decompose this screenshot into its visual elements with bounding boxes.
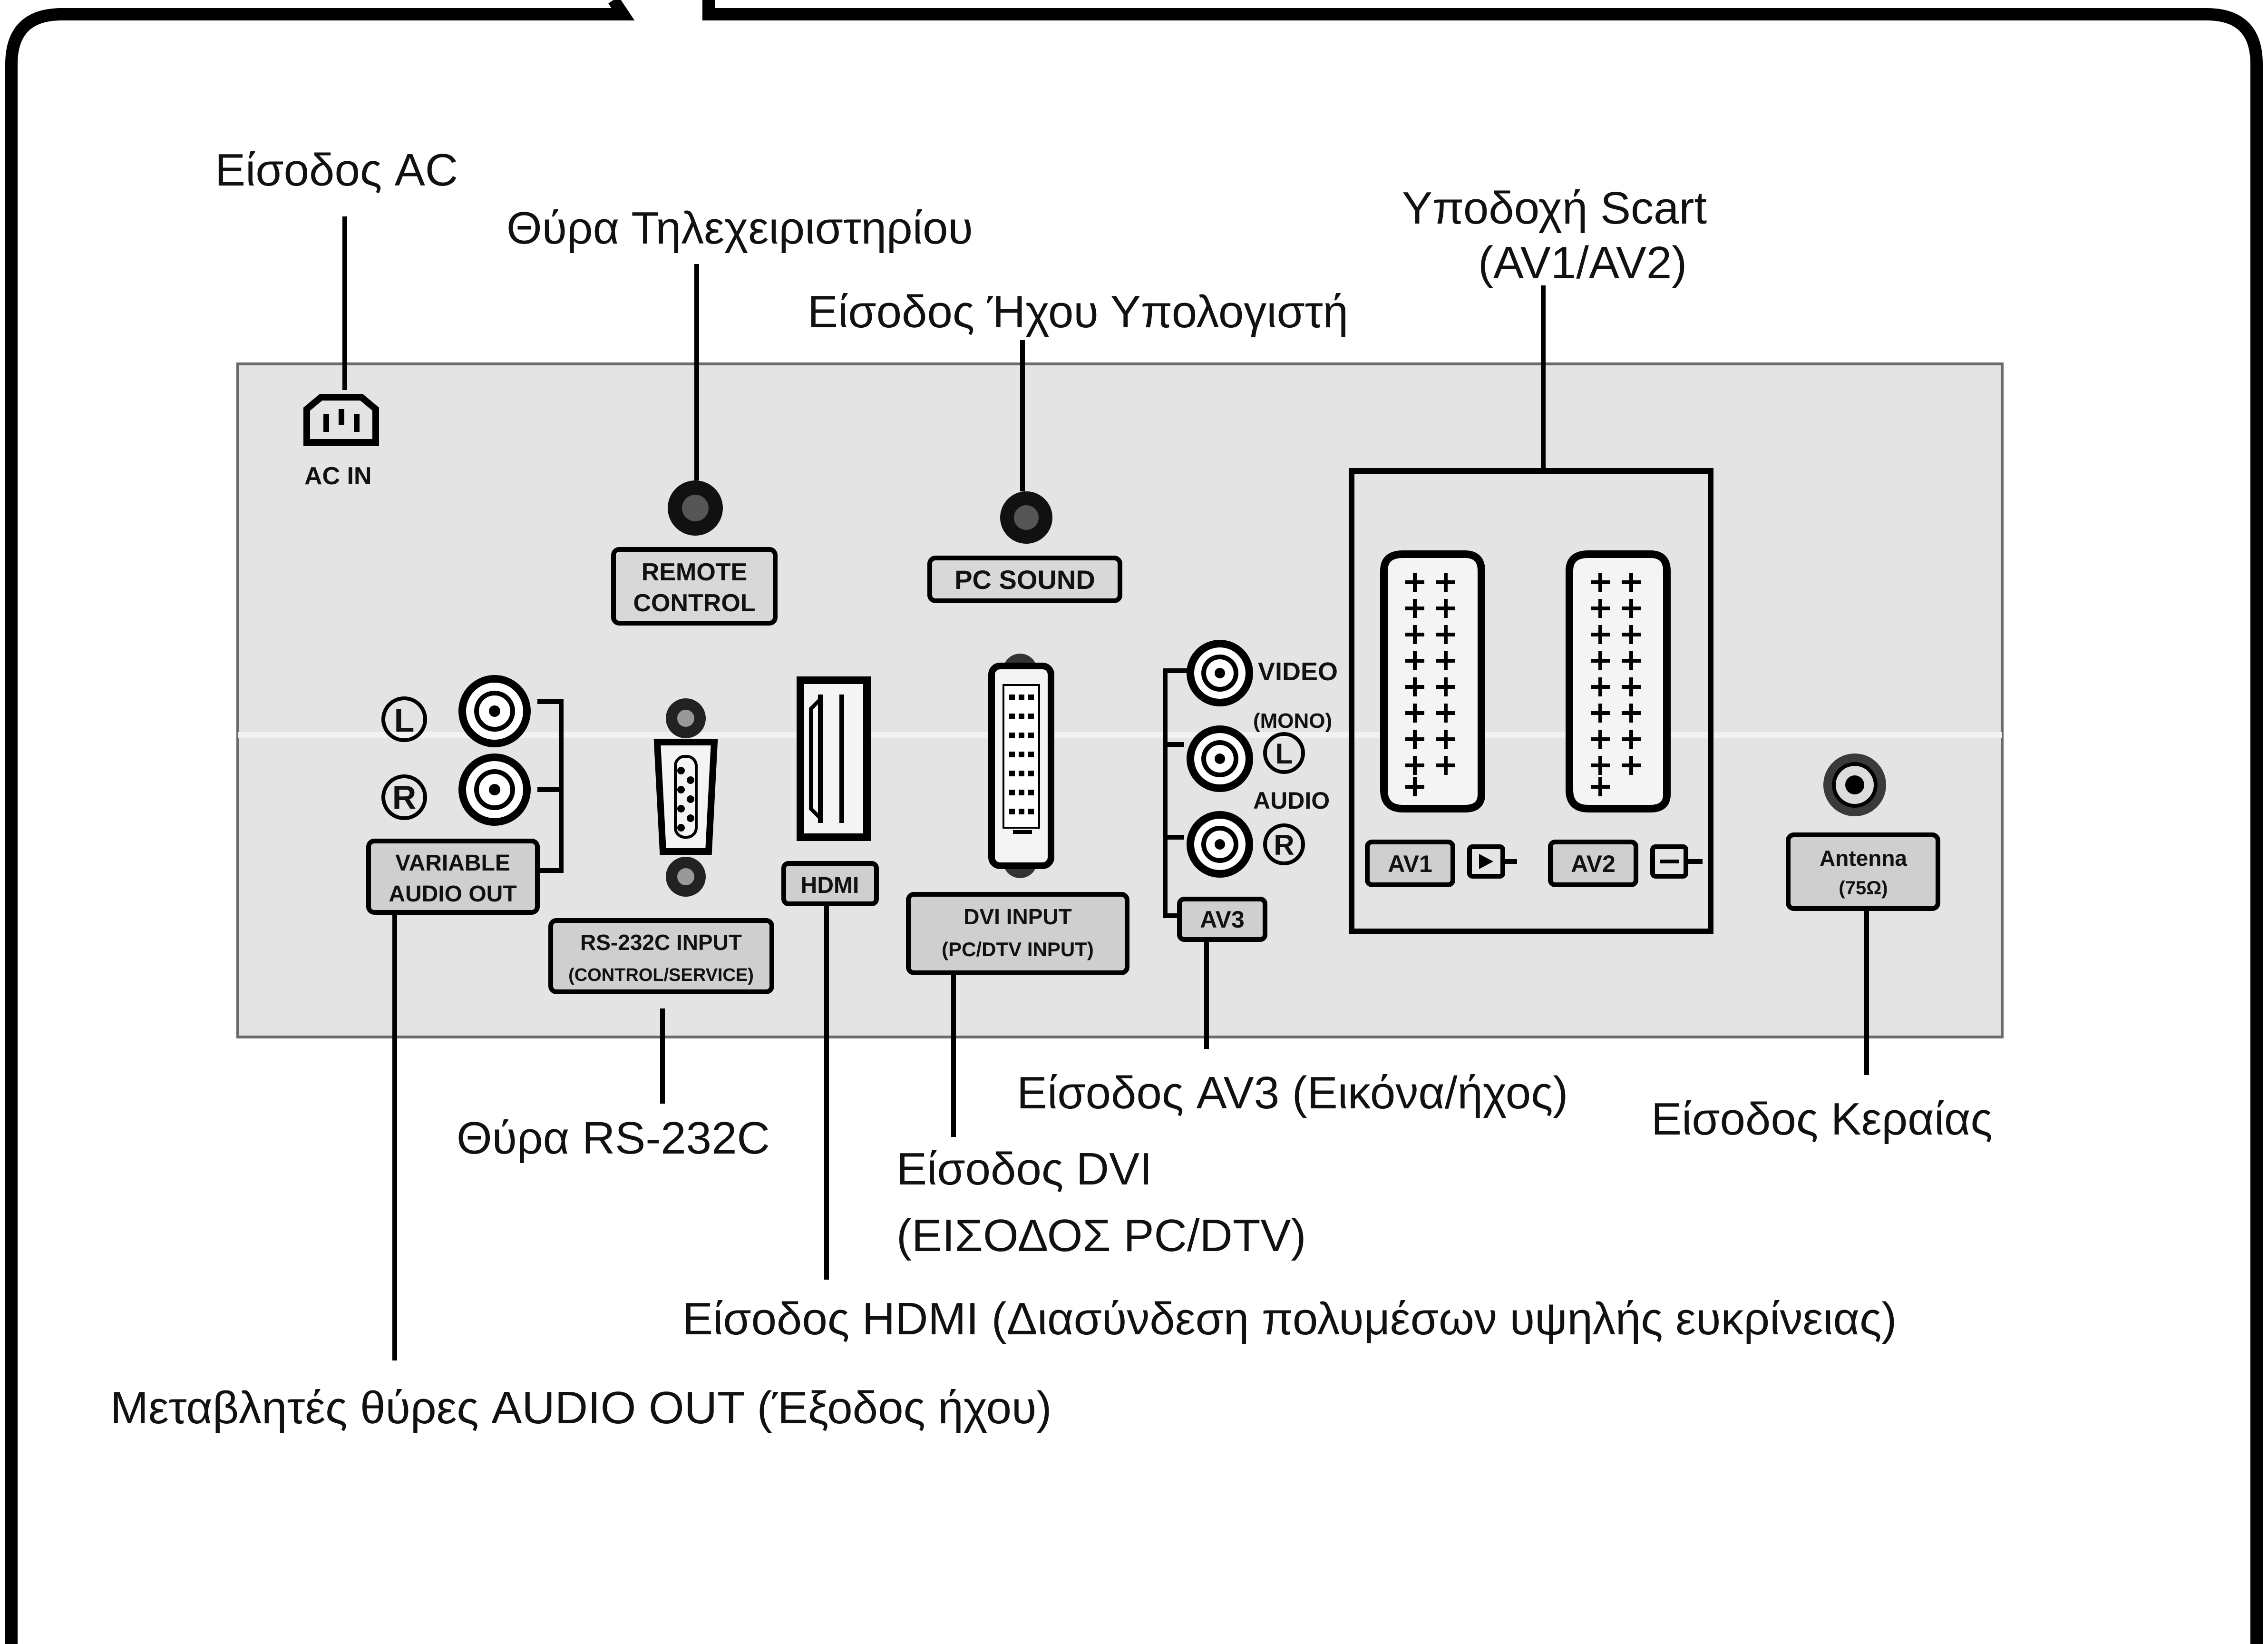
ac-in-socket <box>303 394 379 446</box>
callout-rs232: Θύρα RS-232C <box>457 1113 770 1164</box>
remote-label-line1: REMOTE <box>642 558 747 586</box>
audio-out-left-mark-ring <box>381 696 427 742</box>
scart-av1-pins <box>1405 573 1455 796</box>
audio-out-bracket <box>537 699 564 873</box>
remote-control-label-box <box>611 547 778 626</box>
remote-label-line2: CONTROL <box>633 589 755 617</box>
audio-out-right-mark: R <box>392 779 417 816</box>
dvi-label-line1: DVI INPUT <box>964 904 1071 929</box>
scart-av2-pins <box>1591 573 1641 796</box>
antenna-label-box <box>1786 832 1940 911</box>
dvi-label-box <box>906 892 1129 975</box>
audio-out-left-jack <box>458 675 531 747</box>
callout-pc-audio: Είσοδος Ήχου Υπολογιστή <box>808 286 1348 337</box>
av3-audio-left-jack <box>1187 725 1253 792</box>
scart-av1-connector <box>1380 550 1485 812</box>
callout-dvi-line1: Είσοδος DVI <box>896 1144 1152 1194</box>
hdmi-label: HDMI <box>801 873 859 898</box>
audio-out-right-mark-ring <box>381 774 427 820</box>
av3-left-mark: L <box>1275 738 1293 770</box>
rs232-connector <box>653 698 718 897</box>
rs232-label-line2: (CONTROL/SERVICE) <box>568 965 754 985</box>
av3-right-mark-ring <box>1263 823 1305 865</box>
scart-group-box <box>1349 468 1713 934</box>
av3-label-box <box>1177 897 1267 942</box>
av2-label: AV2 <box>1571 851 1616 877</box>
pc-sound-label: PC SOUND <box>954 565 1095 595</box>
hdmi-label-box <box>781 861 879 906</box>
leader-lines <box>342 216 1869 1360</box>
hdmi-connector <box>797 676 871 841</box>
antenna-connector <box>1823 754 1886 816</box>
av3-left-mark-ring <box>1263 732 1305 774</box>
av3-bracket <box>1163 668 1189 918</box>
audio-out-label-line2: AUDIO OUT <box>389 881 516 907</box>
dvi-connector <box>988 654 1054 878</box>
callout-audio-out: Μεταβλητές θύρες AUDIO OUT (Έξοδος ήχου) <box>110 1382 1051 1433</box>
pc-sound-label-box <box>927 556 1122 603</box>
rs232-label-line1: RS-232C INPUT <box>580 930 742 955</box>
scart-av2-connector <box>1566 550 1671 812</box>
av3-audio-label: AUDIO <box>1253 787 1330 814</box>
audio-out-right-jack <box>458 754 531 826</box>
audio-out-left-mark: L <box>394 702 415 739</box>
av3-video-jack <box>1187 640 1253 706</box>
dvi-label-line2: (PC/DTV INPUT) <box>942 938 1094 960</box>
callout-dvi-line2: (ΕΙΣΟΔΟΣ PC/DTV) <box>896 1210 1306 1261</box>
av2-label-box <box>1548 840 1638 887</box>
callout-ac-in: Είσοδος AC <box>215 145 458 196</box>
remote-control-jack <box>668 480 723 536</box>
audio-out-label-box <box>366 839 540 915</box>
av3-right-mark: R <box>1274 829 1294 861</box>
av3-label: AV3 <box>1200 906 1245 933</box>
callout-scart-line1: Υποδοχή Scart <box>1402 183 1707 234</box>
ac-in-label: AC IN <box>304 462 372 490</box>
av3-mono-label: (MONO) <box>1253 709 1332 733</box>
av3-audio-right-jack <box>1187 811 1253 878</box>
callout-antenna: Είσοδος Κεραίας <box>1651 1094 1993 1145</box>
pc-sound-jack <box>1000 491 1052 544</box>
audio-out-label-line1: VARIABLE <box>395 851 510 876</box>
antenna-label-line2: (75Ω) <box>1839 878 1888 899</box>
av1-label-box <box>1365 840 1455 887</box>
av3-video-label: VIDEO <box>1258 657 1338 686</box>
rs232-label-box <box>548 918 774 994</box>
callout-hdmi: Είσοδος HDMI (Διασύνδεση πολυμέσων υψηλή… <box>682 1293 1897 1344</box>
callout-remote: Θύρα Τηλεχειριστηρίου <box>506 203 973 254</box>
callout-av3: Είσοδος AV3 (Εικόνα/ήχος) <box>1017 1067 1568 1118</box>
av1-io-icon <box>1467 844 1517 879</box>
av1-label: AV1 <box>1388 851 1432 877</box>
av2-io-icon <box>1650 844 1703 879</box>
callout-scart-line2: (AV1/AV2) <box>1478 237 1687 288</box>
antenna-label-line1: Antenna <box>1820 846 1907 871</box>
